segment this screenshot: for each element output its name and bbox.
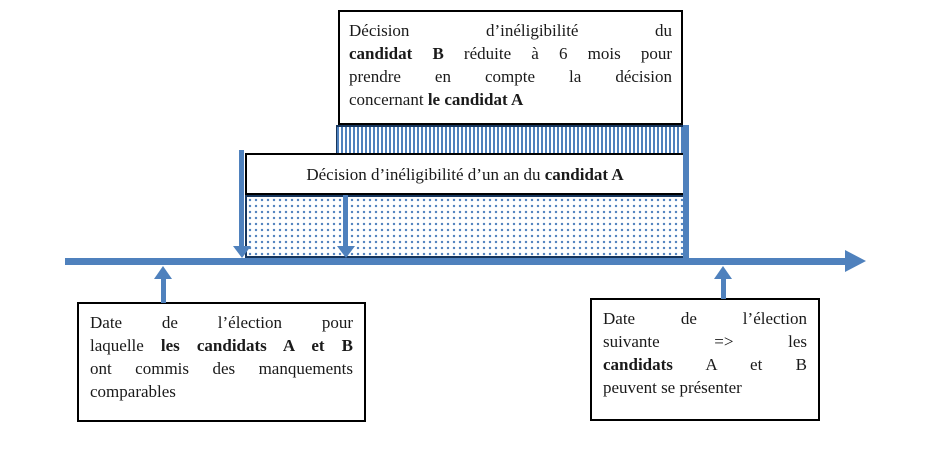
up-arrow-election-suivante: [721, 278, 726, 299]
up-arrow-election-head-icon: [154, 266, 172, 279]
down-arrow-decision-a-head-icon: [233, 246, 251, 258]
dotted-bar-candidat-a-un-an: [245, 195, 689, 258]
down-arrow-decision-b-head-icon: [337, 246, 355, 258]
down-arrow-decision-b: [343, 195, 348, 247]
bars-right-edge: [683, 125, 689, 258]
timeline-axis: [65, 258, 845, 265]
up-arrow-election-suivante-head-icon: [714, 266, 732, 279]
middle-box-decision-candidat-a: Décision d’inéligibilité d’un an du cand…: [245, 153, 685, 195]
down-arrow-decision-a: [239, 150, 244, 247]
up-arrow-election: [161, 278, 166, 303]
timeline-arrowhead-icon: [845, 250, 866, 272]
